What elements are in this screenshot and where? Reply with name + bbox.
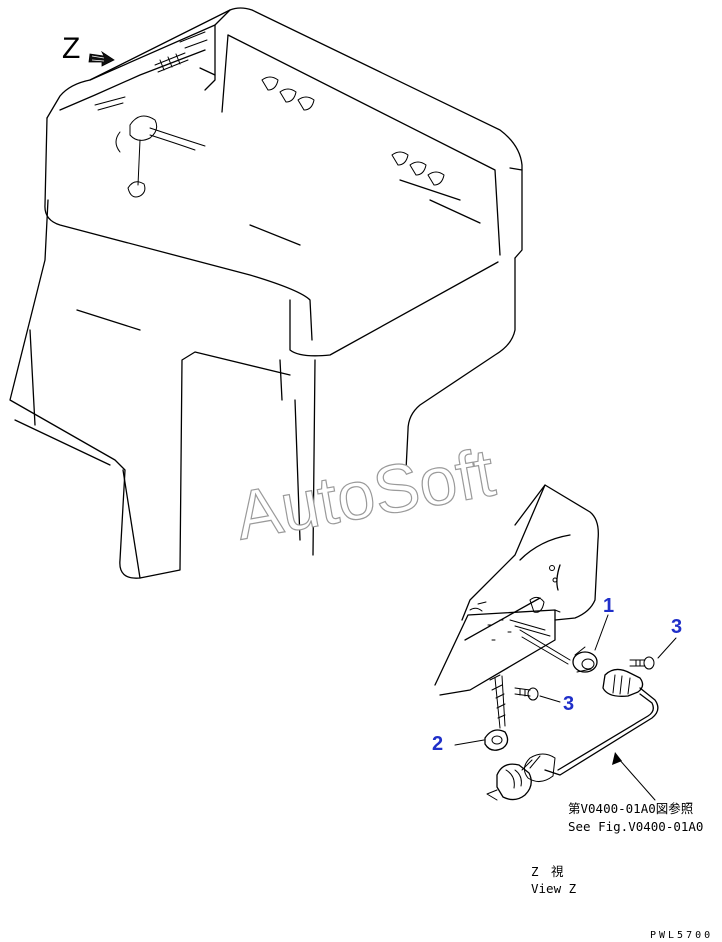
view-caption-ja: Z 視 (531, 864, 564, 879)
callout-3-left: 3 (563, 693, 574, 715)
reference-note-en: See Fig.V0400-01A0 (568, 819, 703, 834)
part-3-bolt-right (629, 656, 655, 670)
part-2-cap (484, 674, 509, 751)
plug-and-cable (486, 668, 659, 801)
view-arrow-icon (88, 50, 115, 67)
drawing-code: PWL5700 (650, 930, 713, 941)
main-housing-outline (9, 7, 523, 579)
detail-view-z (434, 484, 599, 696)
leader-lines (454, 614, 677, 801)
reference-note-ja: 第V0400-01A0図参照 (568, 801, 693, 816)
watermark: AutoSoft (230, 434, 500, 554)
callout-2: 2 (432, 733, 443, 755)
part-1-connector (519, 629, 598, 673)
view-caption-en: View Z (531, 881, 577, 896)
callout-1: 1 (603, 595, 614, 617)
view-z-marker: Z (62, 32, 115, 67)
body-connector (115, 115, 206, 198)
view-z-letter: Z (62, 32, 80, 65)
part-3-bolt-left (514, 687, 539, 701)
callout-3-right: 3 (671, 616, 682, 638)
